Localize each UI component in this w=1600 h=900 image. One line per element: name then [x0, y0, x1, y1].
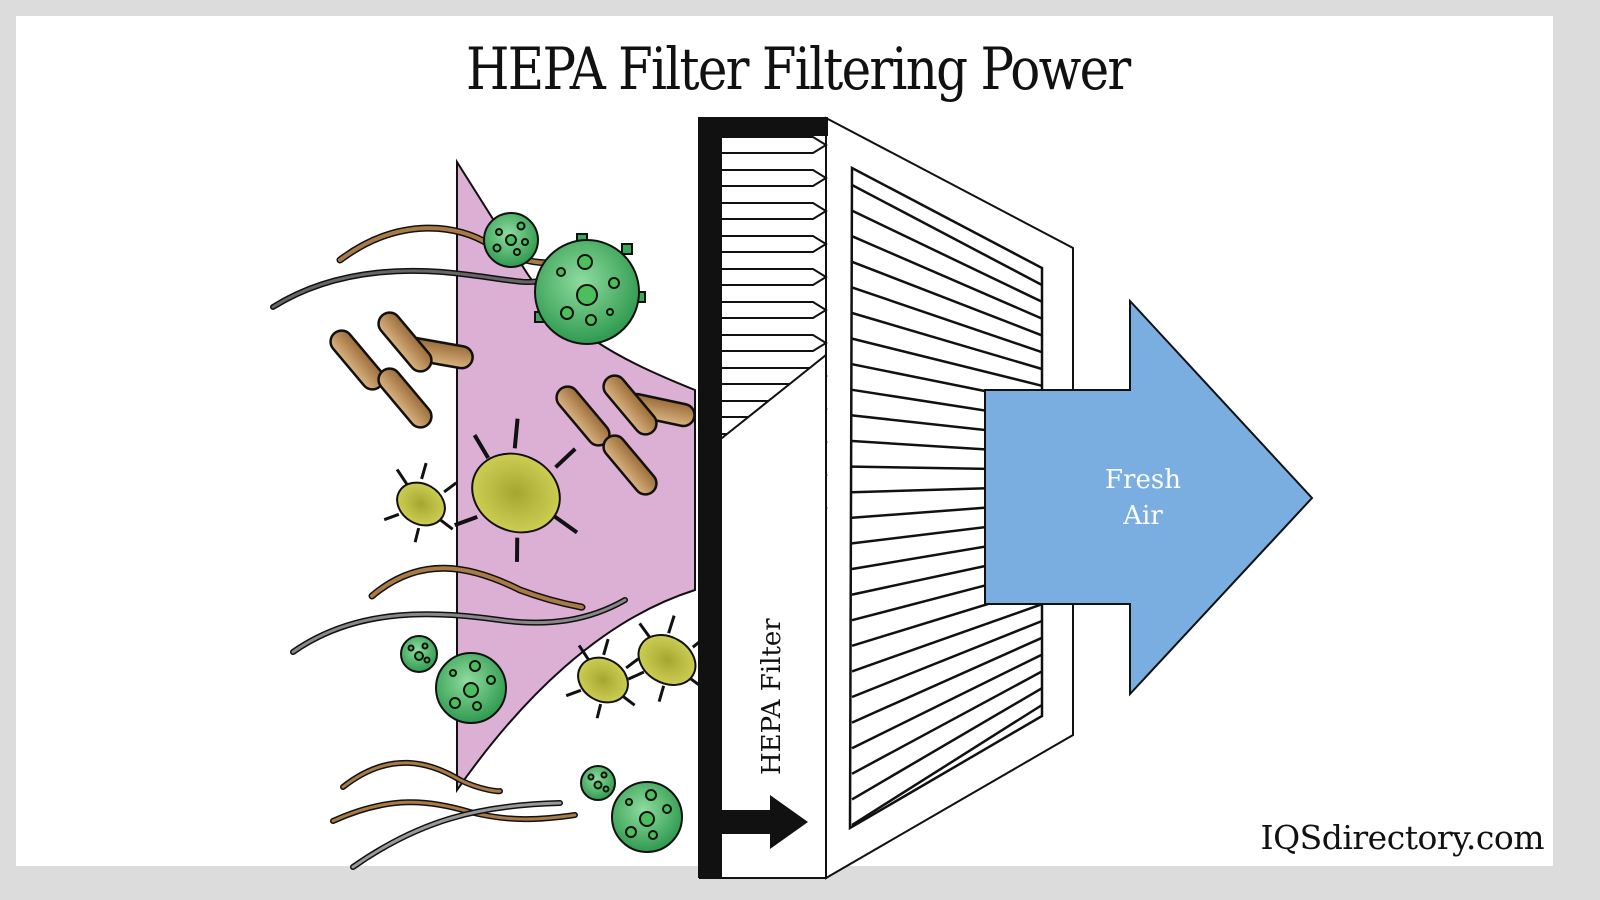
hepa-filter-label: HEPA Filter: [757, 618, 787, 775]
dust-mites: [383, 418, 708, 719]
dust-mite: [383, 462, 458, 543]
bacteria-rod: [377, 311, 433, 373]
hair-fiber: [351, 801, 562, 869]
pleat-line: [851, 603, 1043, 673]
pleat-line: [851, 703, 1043, 827]
hair-fiber: [341, 761, 502, 793]
bacteria-rod: [602, 434, 658, 496]
filter-black-frame: [698, 117, 828, 878]
pleat-line: [851, 260, 1043, 337]
bacteria-rod: [602, 374, 658, 436]
bacteria-rod: [329, 329, 385, 391]
page-title: HEPA Filter Filtering Power: [465, 35, 1131, 103]
dust-mite: [454, 418, 579, 562]
pleat-line: [851, 636, 1043, 724]
brand-watermark: IQSdirectory.com: [1260, 818, 1545, 857]
pollen-spore: [483, 212, 539, 268]
pleat-line: [851, 687, 1043, 801]
pleat-line: [851, 337, 1043, 388]
front-pleat: [722, 169, 828, 187]
hair-fiber: [370, 566, 584, 610]
front-pleat: [722, 235, 828, 253]
pollen-spore: [400, 635, 438, 673]
filter-inner-frame: [848, 165, 1044, 831]
pleat-line: [851, 670, 1043, 775]
dust-mite: [565, 638, 640, 719]
pollen-spore: [534, 233, 646, 345]
fresh-air-label-line1: Fresh: [1105, 465, 1181, 495]
fresh-air-arrow: [984, 298, 1314, 697]
pollen-spore: [611, 781, 683, 853]
pollen-spore: [580, 765, 616, 801]
bacteria-rod: [377, 367, 433, 429]
pollen-spore: [435, 652, 507, 724]
hair-fiber: [291, 598, 627, 654]
airflow-arrow-icon: [720, 795, 808, 849]
pollen-spores: [400, 212, 683, 853]
pleat-line: [851, 286, 1043, 354]
front-pleat: [722, 334, 828, 352]
pleat-line: [851, 619, 1043, 699]
hair-fibers: [270, 224, 628, 870]
front-pleat: [722, 268, 828, 286]
front-pleat: [722, 301, 828, 319]
front-pleat: [722, 136, 828, 154]
front-pleat: [722, 202, 828, 220]
filter-front-fold: [711, 352, 827, 879]
fresh-air-label-line2: Air: [1122, 501, 1163, 531]
pleat-line: [851, 235, 1043, 320]
pleat-line: [851, 653, 1043, 750]
dust-mite: [627, 615, 708, 703]
pleat-line: [851, 311, 1043, 371]
pleat-line: [851, 209, 1043, 303]
hair-fiber: [350, 800, 563, 870]
hair-fiber: [271, 269, 542, 309]
bacteria-rods: [329, 311, 696, 496]
pleat-line: [851, 183, 1043, 287]
